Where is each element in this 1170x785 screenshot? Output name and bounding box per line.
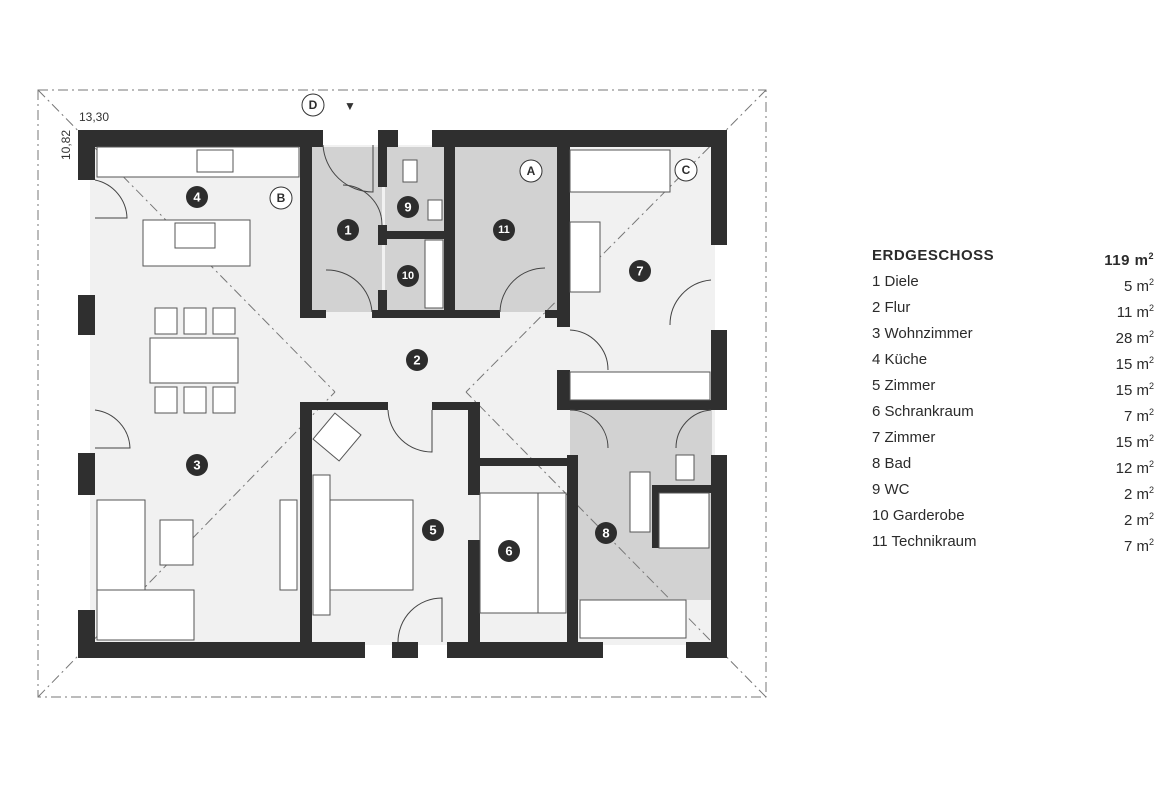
room-legend: ERDGESCHOSS 119 m2 1 Diele 5 m2 2 Flur 11 m… (872, 246, 1154, 558)
svg-text:10: 10 (402, 270, 414, 282)
room-badge-9: 9 (397, 196, 419, 218)
room-badge-5: 5 (422, 519, 444, 541)
svg-text:8: 8 (602, 526, 609, 541)
furniture (96, 146, 711, 641)
legend-room-label: 9 WC (872, 481, 910, 498)
wc-sink (427, 199, 443, 221)
total-area: 119 m2 (1104, 251, 1154, 269)
toilet-8 (675, 454, 695, 481)
svg-text:9: 9 (404, 200, 411, 215)
side-table (159, 519, 194, 566)
legend-room-label: 2 Flur (872, 299, 911, 316)
svg-text:B: B (277, 191, 286, 205)
legend-room-label: 4 Küche (872, 351, 928, 368)
legend-row-8: 8 Bad 12 m2 (872, 454, 1154, 480)
legend-room-area: 5 m2 (1123, 277, 1154, 295)
legend-row-6: 6 Schrankraum 7 m2 (872, 402, 1154, 428)
room-badge-7: 7 (629, 260, 651, 282)
room-badge-2: 2 (406, 349, 428, 371)
legend-room-area: 7 m2 (1123, 537, 1154, 555)
marker-b: B (269, 186, 293, 210)
walls (78, 130, 727, 658)
legend-row-5: 5 Zimmer 15 m2 (872, 376, 1154, 402)
marker-d: D (301, 93, 325, 117)
svg-text:1: 1 (344, 223, 351, 238)
svg-text:D: D (309, 98, 318, 112)
double-sink (629, 471, 651, 533)
entrance-arrow-icon: ▼ (344, 99, 356, 113)
svg-text:11: 11 (498, 224, 510, 236)
svg-text:2: 2 (413, 353, 420, 368)
wardrobe-7 (569, 371, 711, 401)
garderobe-shelf (424, 239, 444, 309)
legend-room-label: 8 Bad (872, 455, 912, 472)
desk (569, 221, 601, 293)
svg-text:A: A (527, 164, 536, 178)
legend-row-3: 3 Wohnzimmer 28 m2 (872, 324, 1154, 350)
legend-row-10: 10 Garderobe 2 m2 (872, 506, 1154, 532)
roof-outline (37, 89, 767, 698)
legend-row-9: 9 WC 2 m2 (872, 480, 1154, 506)
dimension-width: 13,30 (79, 110, 109, 124)
nightstands (312, 474, 331, 616)
marker-a: A (519, 159, 543, 183)
legend-room-area: 2 m2 (1123, 511, 1154, 529)
room-badge-3: 3 (186, 454, 208, 476)
legend-room-label: 7 Zimmer (872, 429, 936, 446)
legend-row-11: 11 Technikraum 7 m2 (872, 532, 1154, 558)
room-badge-4: 4 (186, 186, 208, 208)
shower (658, 492, 710, 549)
room-badge-11: 11 (493, 219, 515, 241)
svg-text:3: 3 (193, 458, 200, 473)
legend-header: ERDGESCHOSS 119 m2 (872, 246, 1154, 272)
tv-board (279, 499, 298, 591)
legend-room-area: 15 m2 (1115, 381, 1154, 399)
floor-plan: 13,30 10,82 A B C D ▼ 1 2 3 4 5 6 7 8 9 … (37, 89, 767, 698)
bathtub (579, 599, 687, 639)
legend-room-area: 15 m2 (1115, 355, 1154, 373)
svg-text:C: C (682, 163, 691, 177)
legend-row-1: 1 Diele 5 m2 (872, 272, 1154, 298)
legend-room-label: 3 Wohnzimmer (872, 325, 973, 342)
doors (94, 144, 712, 643)
marker-c: C (674, 158, 698, 182)
sink-hob (196, 149, 234, 173)
legend-room-area: 28 m2 (1115, 329, 1154, 347)
bathtub-7 (569, 149, 671, 193)
room-badge-8: 8 (595, 522, 617, 544)
legend-room-label: 10 Garderobe (872, 507, 965, 524)
svg-text:5: 5 (429, 523, 436, 538)
room-badge-10: 10 (397, 265, 419, 287)
legend-row-2: 2 Flur 11 m2 (872, 298, 1154, 324)
legend-room-label: 6 Schrankraum (872, 403, 974, 420)
floor-title: ERDGESCHOSS (872, 247, 995, 264)
dimension-depth: 10,82 (59, 130, 73, 160)
legend-row-7: 7 Zimmer 15 m2 (872, 428, 1154, 454)
dining-table (149, 337, 239, 384)
svg-text:6: 6 (505, 544, 512, 559)
legend-room-area: 2 m2 (1123, 485, 1154, 503)
legend-room-label: 11 Technikraum (872, 533, 977, 550)
svg-text:4: 4 (193, 190, 201, 205)
svg-text:7: 7 (636, 264, 643, 279)
legend-room-area: 11 m2 (1116, 303, 1154, 321)
legend-row-4: 4 Küche 15 m2 (872, 350, 1154, 376)
legend-room-area: 15 m2 (1115, 433, 1154, 451)
legend-room-area: 12 m2 (1115, 459, 1154, 477)
toilet-9 (402, 159, 418, 183)
armchair (312, 412, 362, 462)
cooktop (174, 222, 216, 249)
legend-room-label: 5 Zimmer (872, 377, 936, 394)
wardrobe (479, 492, 541, 614)
room-badge-6: 6 (498, 540, 520, 562)
room-badge-1: 1 (337, 219, 359, 241)
legend-room-area: 7 m2 (1123, 407, 1154, 425)
legend-room-label: 1 Diele (872, 273, 919, 290)
